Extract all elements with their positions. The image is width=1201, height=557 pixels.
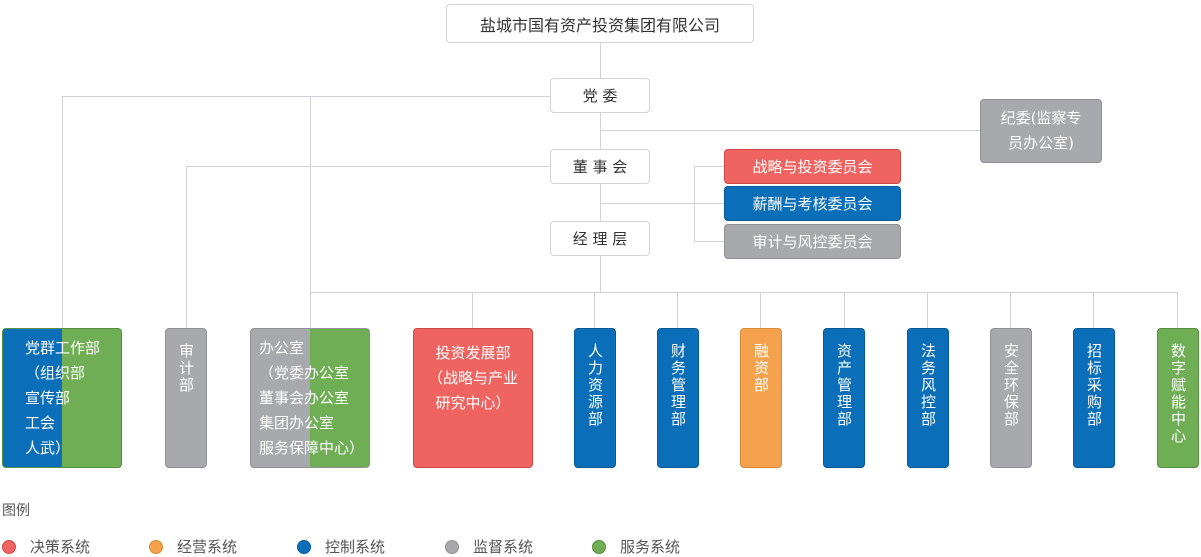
- company-box: 盐城市国有资产投资集团有限公司: [446, 4, 754, 43]
- connector-line: [694, 166, 695, 242]
- connector-line: [927, 292, 928, 328]
- connector-line: [310, 96, 311, 328]
- legend-item-control: 控制系统: [297, 536, 385, 557]
- connector-line: [694, 241, 724, 242]
- digital-center-box: 数字赋能中心: [1157, 328, 1199, 468]
- safety-dept-box: 安全环保部: [990, 328, 1032, 468]
- connector-line: [594, 292, 595, 328]
- connector-line: [600, 130, 980, 131]
- financing-dept-label: 融资部: [752, 343, 770, 394]
- procurement-dept-label: 招标采购部: [1085, 343, 1103, 428]
- management-label: 经 理 层: [572, 230, 628, 248]
- legend-label: 决策系统: [30, 538, 91, 556]
- legend-item-service: 服务系统: [592, 536, 680, 557]
- audit-committee-label: 审计与风控委员会: [752, 233, 873, 251]
- audit-dept-label: 审计部: [177, 343, 195, 394]
- office-dept-box: 办公室 （党委办公室 董事会办公室 集团办公室 服务保障中心）: [250, 328, 370, 468]
- procurement-dept-box: 招标采购部: [1073, 328, 1115, 468]
- connector-line: [677, 292, 678, 328]
- legend-title: 图例: [2, 503, 30, 519]
- hr-dept-label: 人力资源部: [586, 343, 604, 428]
- party-work-dept-label: 党群工作部 （组织部 宣传部 工会 人武）: [25, 338, 101, 457]
- strategy-committee-label: 战略与投资委员会: [752, 158, 873, 176]
- party-committee-label: 党 委: [582, 87, 618, 105]
- connector-line: [1010, 292, 1011, 328]
- discipline-label: 纪委(监察专 员办公室): [1000, 109, 1082, 152]
- investment-dept-box: 投资发展部 （战略与产业 研究中心）: [413, 328, 533, 468]
- audit-dept-box: 审计部: [165, 328, 207, 468]
- legend-label: 服务系统: [620, 538, 681, 556]
- legend-item-operation: 经营系统: [149, 536, 237, 557]
- legend-item-decision: 决策系统: [2, 536, 90, 557]
- finance-dept-label: 财务管理部: [669, 343, 687, 428]
- connector-line: [62, 96, 550, 97]
- finance-dept-box: 财务管理部: [657, 328, 699, 468]
- legend-item-supervision: 监督系统: [445, 536, 533, 557]
- legend-dot-icon: [445, 539, 459, 554]
- hr-dept-box: 人力资源部: [574, 328, 616, 468]
- legend-label: 监督系统: [473, 538, 534, 556]
- connector-line: [694, 166, 724, 167]
- legend-dot-icon: [297, 539, 311, 554]
- legal-dept-box: 法务风控部: [907, 328, 949, 468]
- connector-line: [760, 292, 761, 328]
- investment-dept-label: 投资发展部 （战略与产业 研究中心）: [427, 344, 518, 412]
- legal-dept-label: 法务风控部: [919, 343, 937, 428]
- connector-line: [62, 96, 63, 328]
- board-label: 董 事 会: [572, 158, 628, 176]
- legend-dot-icon: [592, 539, 606, 554]
- connector-line: [186, 166, 550, 167]
- strategy-committee-box: 战略与投资委员会: [724, 149, 901, 184]
- management-box: 经 理 层: [550, 221, 650, 256]
- safety-dept-label: 安全环保部: [1002, 343, 1020, 428]
- digital-center-label: 数字赋能中心: [1169, 343, 1187, 445]
- connector-line: [600, 203, 695, 204]
- compensation-committee-box: 薪酬与考核委员会: [724, 186, 901, 221]
- legend-dot-icon: [149, 539, 163, 554]
- connector-line: [1093, 292, 1094, 328]
- connector-line: [694, 203, 724, 204]
- asset-dept-box: 资产管理部: [823, 328, 865, 468]
- company-name: 盐城市国有资产投资集团有限公司: [479, 15, 720, 35]
- financing-dept-box: 融资部: [740, 328, 782, 468]
- connector-line: [186, 166, 187, 328]
- connector-line: [844, 292, 845, 328]
- connector-line: [310, 292, 1178, 293]
- party-committee-box: 党 委: [550, 78, 650, 113]
- board-box: 董 事 会: [550, 149, 650, 184]
- connector-line: [472, 292, 473, 328]
- legend-dot-icon: [2, 539, 16, 554]
- legend-label: 控制系统: [325, 538, 386, 556]
- audit-committee-box: 审计与风控委员会: [724, 224, 901, 259]
- legend-label: 经营系统: [177, 538, 238, 556]
- discipline-box: 纪委(监察专 员办公室): [980, 99, 1102, 163]
- connector-line: [1177, 292, 1178, 328]
- office-dept-label: 办公室 （党委办公室 董事会办公室 集团办公室 服务保障中心）: [259, 338, 365, 457]
- compensation-committee-label: 薪酬与考核委员会: [752, 195, 873, 213]
- party-work-dept-box: 党群工作部 （组织部 宣传部 工会 人武）: [2, 328, 122, 468]
- asset-dept-label: 资产管理部: [835, 343, 853, 428]
